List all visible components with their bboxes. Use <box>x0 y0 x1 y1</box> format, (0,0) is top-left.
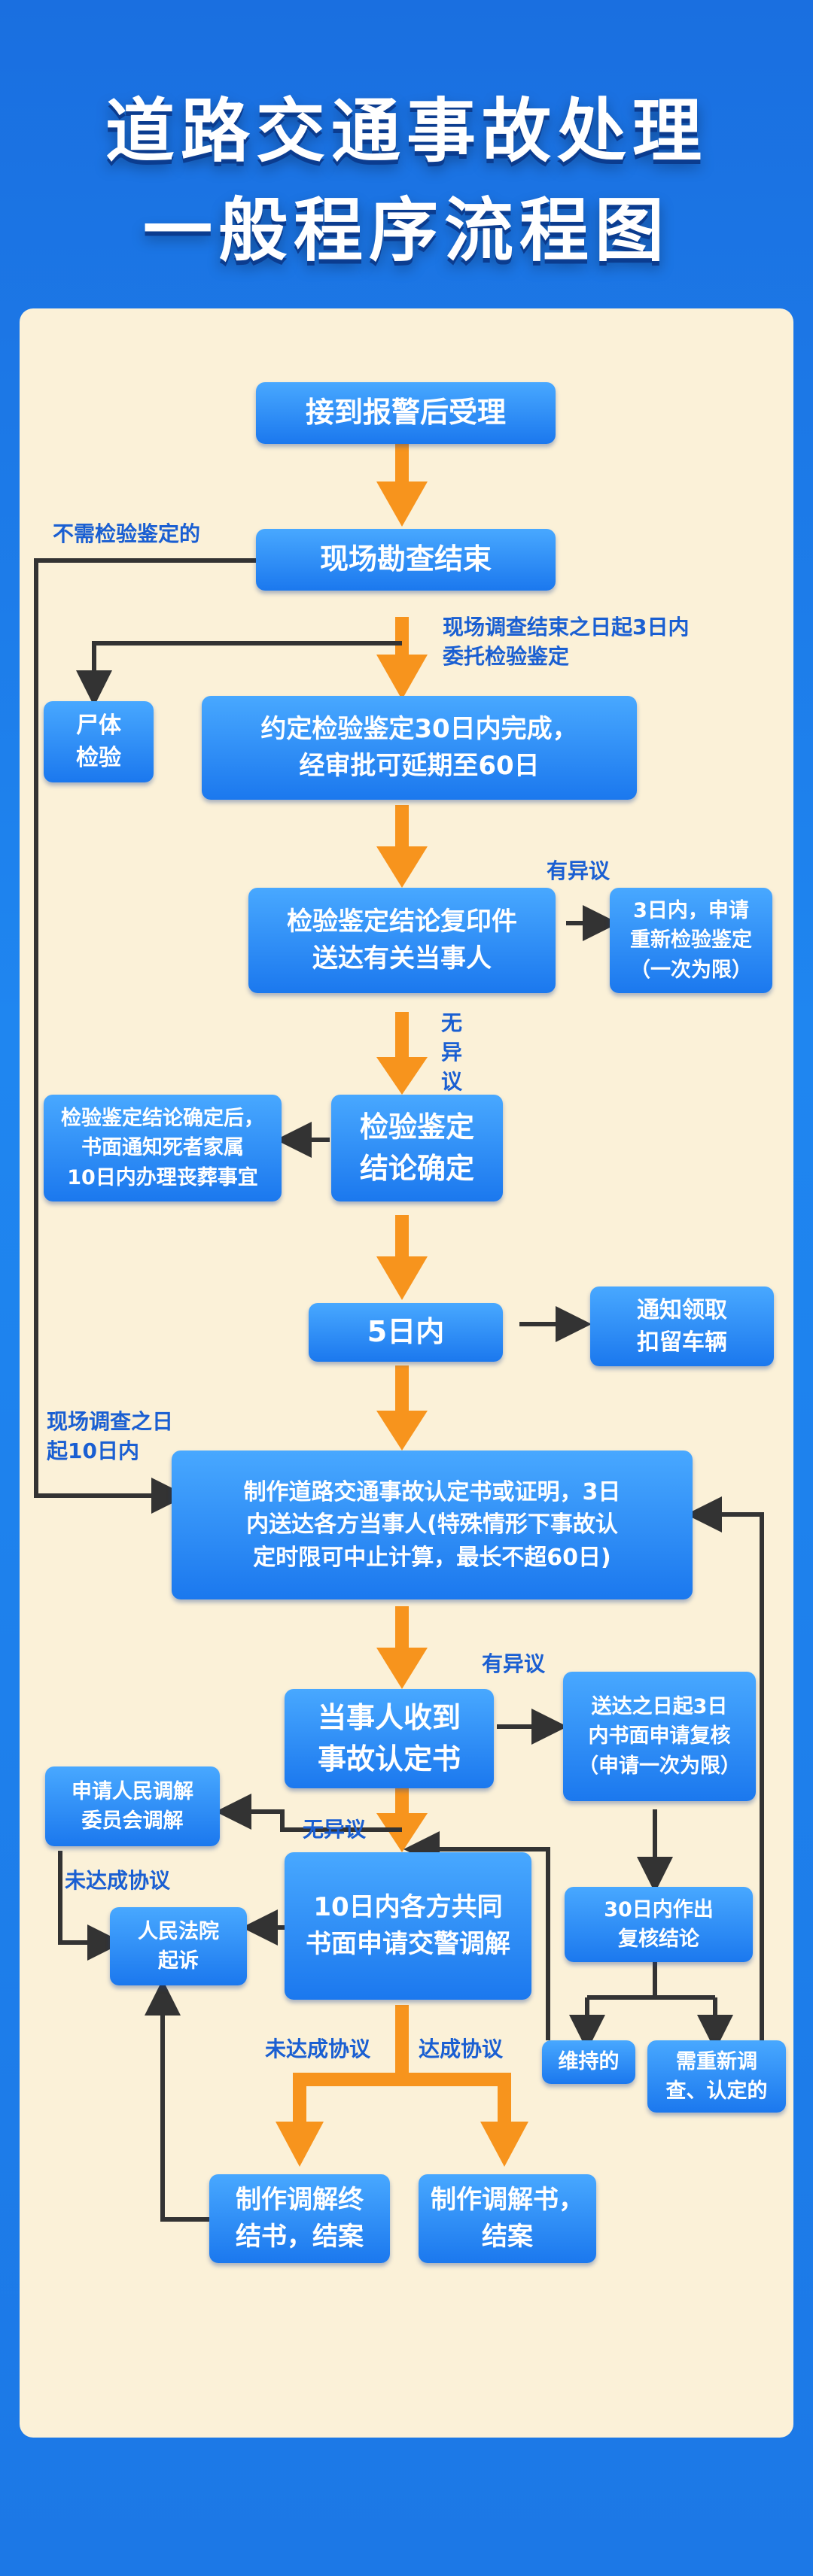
bypass-line <box>34 558 256 1514</box>
title-line-2: 一般程序流程图 <box>142 190 670 271</box>
node-review-30: 30日内作出 复核结论 <box>565 1887 753 1962</box>
people-mediation-line <box>215 1794 402 1832</box>
node-court: 人民法院 起诉 <box>110 1907 247 1985</box>
node-five-days: 5日内 <box>309 1303 503 1362</box>
node-mediation-book: 制作调解书， 结案 <box>419 2174 596 2263</box>
node-mediation-end: 制作调解终 结书，结案 <box>209 2174 390 2263</box>
node-reappraisal: 3日内，申请 重新检验鉴定 （一次为限） <box>610 888 772 993</box>
node-people-mediation: 申请人民调解 委员会调解 <box>45 1766 220 1846</box>
label-commission: 现场调查结束之日起3日内 委托检验鉴定 <box>443 615 690 670</box>
label-ten-days: 现场调查之日 起10日内 <box>47 1409 174 1464</box>
node-appraisal-30: 约定检验鉴定30日内完成， 经审批可延期至60日 <box>202 696 637 800</box>
orange-arrow-5 <box>376 1215 428 1300</box>
not-agreed-people-line <box>58 1851 123 1961</box>
label-agreed: 达成协议 <box>419 2037 504 2061</box>
autopsy-line <box>76 641 402 706</box>
orange-arrow-4 <box>376 1012 428 1095</box>
orange-arrow-3 <box>376 805 428 888</box>
node-copy-deliver: 检验鉴定结论复印件 送达有关当事人 <box>248 888 556 993</box>
maintain-return-line <box>403 1831 550 2040</box>
label-no-objection-1: 无 异 议 <box>441 1010 463 1095</box>
node-autopsy: 尸体 检验 <box>44 701 154 782</box>
node-police-mediation: 10日内各方共同 书面申请交警调解 <box>285 1852 531 2000</box>
label-not-agreed-2: 未达成协议 <box>265 2037 371 2061</box>
node-vehicle-notice: 通知领取 扣留车辆 <box>590 1286 774 1366</box>
orange-arrow-split <box>276 2005 528 2167</box>
label-not-agreed-1: 未达成协议 <box>65 1868 171 1893</box>
node-conclusion-confirmed: 检验鉴定 结论确定 <box>331 1095 503 1201</box>
label-no-appraisal: 不需检验鉴定的 <box>53 521 201 546</box>
label-objection-2: 有异议 <box>482 1651 546 1676</box>
title-line-1: 道路交通事故处理 <box>105 91 708 172</box>
node-reinvestigate: 需重新调 查、认定的 <box>647 2040 786 2113</box>
node-maintain: 维持的 <box>542 2040 635 2084</box>
node-party-receive: 当事人收到 事故认定书 <box>285 1689 494 1788</box>
review-split-line <box>587 1962 715 2000</box>
label-objection-1: 有异议 <box>547 858 611 883</box>
node-make-cert: 制作道路交通事故认定书或证明，3日 内送达各方当事人(特殊情形下事故认 定时限可… <box>172 1451 693 1599</box>
orange-arrow-2 <box>376 617 428 700</box>
orange-arrow-6 <box>376 1365 428 1451</box>
reinvestigate-return-line <box>686 1496 764 2040</box>
node-survey-end: 现场勘查结束 <box>256 529 556 591</box>
court-from-end-line <box>145 1979 209 2222</box>
label-no-objection-2: 无异议 <box>303 1817 367 1842</box>
node-review-apply: 送达之日起3日 内书面申请复核 （申请一次为限） <box>563 1672 756 1801</box>
node-receive: 接到报警后受理 <box>256 382 556 444</box>
orange-arrow-1 <box>376 444 428 527</box>
orange-arrow-7 <box>376 1606 428 1689</box>
node-funeral-notice: 检验鉴定结论确定后， 书面通知死者家属 10日内办理丧葬事宜 <box>44 1095 282 1201</box>
